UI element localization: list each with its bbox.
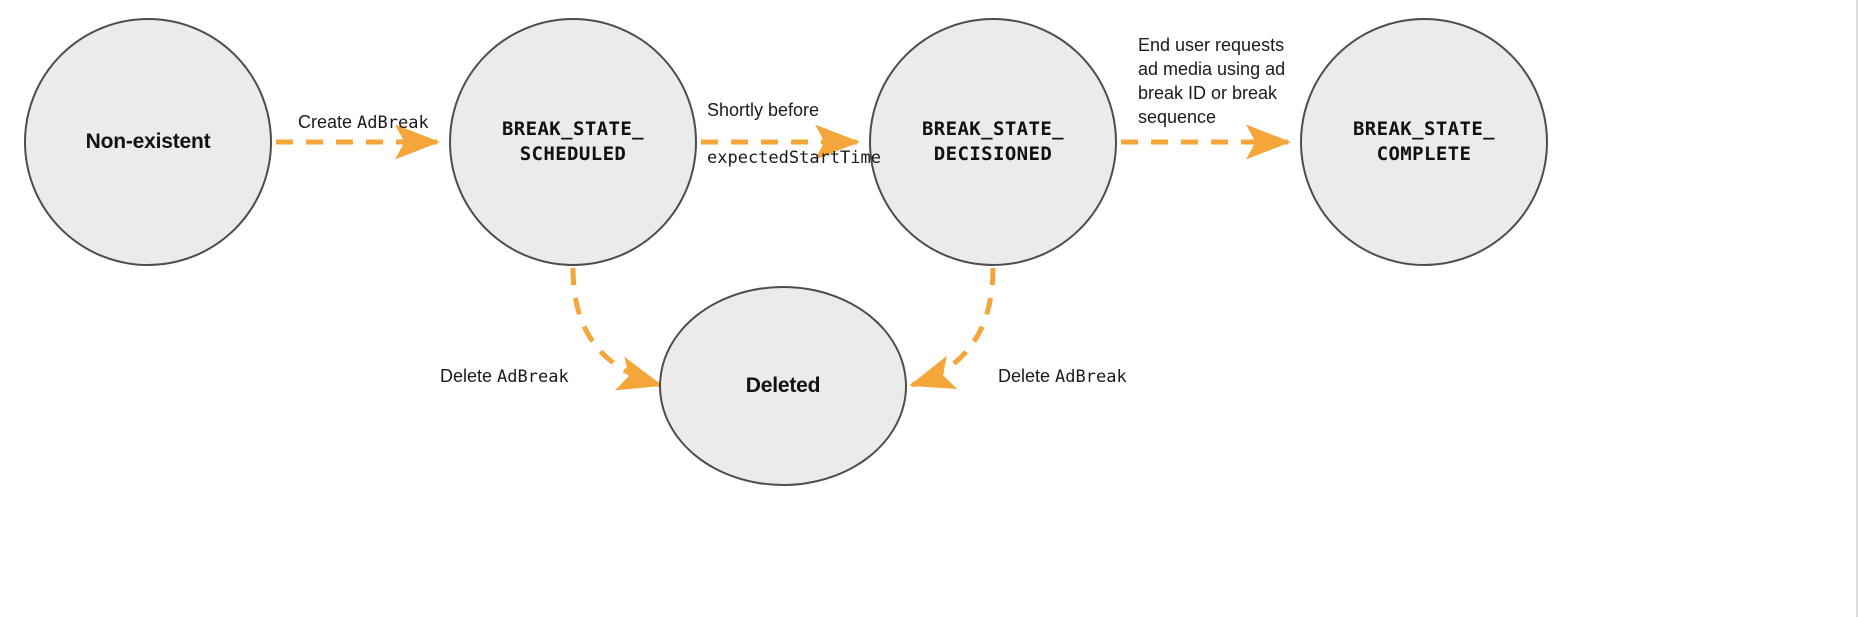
- node-label: BREAK_STATE_ DECISIONED: [921, 118, 1065, 165]
- canvas-right-border: [1856, 0, 1858, 617]
- edge-label-text-mono: AdBreak: [497, 366, 569, 387]
- edge-label-text-mono: AdBreak: [357, 112, 429, 133]
- node-deleted[interactable]: Deleted: [659, 286, 907, 486]
- edge-label-delete-adbreak-left: Delete AdBreak: [440, 341, 569, 389]
- node-label: Deleted: [745, 374, 821, 398]
- edge-label-text-sans: Delete: [998, 365, 1056, 386]
- edge-label-end-user-requests: End user requests ad media using ad brea…: [1138, 35, 1286, 127]
- edge-label-shortly-before: Shortly before expectedStartTime: [707, 75, 881, 193]
- node-break-state-decisioned[interactable]: BREAK_STATE_ DECISIONED: [869, 18, 1117, 266]
- node-non-existent[interactable]: Non-existent: [24, 18, 272, 266]
- edge-delete-adbreak-left: [570, 267, 663, 391]
- node-label: Non-existent: [85, 130, 211, 154]
- edge-label-line-1: Shortly before: [707, 99, 820, 120]
- edge-label-text-mono: AdBreak: [1055, 366, 1127, 387]
- edge-label-text-sans: Create: [298, 111, 358, 132]
- node-break-state-complete[interactable]: BREAK_STATE_ COMPLETE: [1300, 18, 1548, 266]
- node-label: BREAK_STATE_ COMPLETE: [1352, 118, 1496, 165]
- edge-label-text-sans: Delete: [440, 365, 498, 386]
- edge-label-create-adbreak: Create AdBreak: [298, 87, 429, 135]
- edge-label-delete-adbreak-right: Delete AdBreak: [998, 341, 1127, 389]
- edge-label-line-2: expectedStartTime: [707, 147, 881, 168]
- edge-delete-adbreak-right: [909, 267, 996, 390]
- node-break-state-scheduled[interactable]: BREAK_STATE_ SCHEDULED: [449, 18, 697, 266]
- node-label: BREAK_STATE_ SCHEDULED: [501, 118, 645, 165]
